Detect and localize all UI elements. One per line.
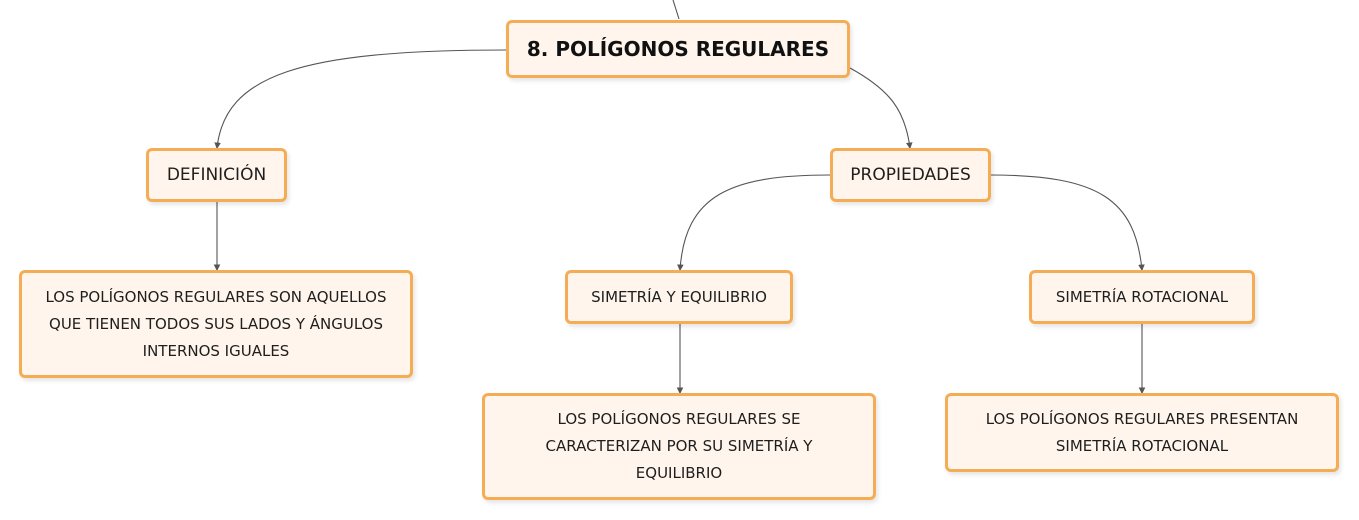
root-node-title[interactable]: 8. POLÍGONOS REGULARES xyxy=(506,20,850,78)
root-node-label: 8. POLÍGONOS REGULARES xyxy=(526,36,830,61)
node-definicion[interactable]: DEFINICIÓN xyxy=(146,148,287,202)
node-definicion-text[interactable]: LOS POLÍGONOS REGULARES SON AQUELLOS QUE… xyxy=(19,270,413,378)
connector-root-to-definicion xyxy=(214,49,507,150)
node-propiedades-label: PROPIEDADES xyxy=(850,164,971,185)
node-simetria-equilibrio-label: SIMETRÍA Y EQUILIBRIO xyxy=(591,287,767,306)
connector-root-to-propiedades xyxy=(849,67,913,150)
node-definicion-label: DEFINICIÓN xyxy=(166,164,267,185)
node-simetria-rotacional-text[interactable]: LOS POLÍGONOS REGULARES PRESENTAN SIMETR… xyxy=(945,393,1339,472)
node-simetria-rotacional-label: SIMETRÍA ROTACIONAL xyxy=(1055,287,1229,306)
connector-parent-to-root xyxy=(672,0,680,20)
node-propiedades[interactable]: PROPIEDADES xyxy=(830,148,991,202)
node-simetria-rotacional[interactable]: SIMETRÍA ROTACIONAL xyxy=(1029,270,1255,324)
node-simetria-equilibrio-text[interactable]: LOS POLÍGONOS REGULARES SE CARACTERIZAN … xyxy=(482,393,876,500)
node-simetria-equilibrio[interactable]: SIMETRÍA Y EQUILIBRIO xyxy=(565,270,793,324)
node-definicion-text-label: LOS POLÍGONOS REGULARES SON AQUELLOS QUE… xyxy=(45,287,387,360)
connector-propiedades-to-simetria-rotacional xyxy=(989,174,1145,272)
connector-propiedades-to-simetria-equilibrio xyxy=(677,174,831,272)
node-simetria-equilibrio-text-label: LOS POLÍGONOS REGULARES SE CARACTERIZAN … xyxy=(545,410,813,482)
node-simetria-rotacional-text-label: LOS POLÍGONOS REGULARES PRESENTAN SIMETR… xyxy=(985,409,1299,455)
